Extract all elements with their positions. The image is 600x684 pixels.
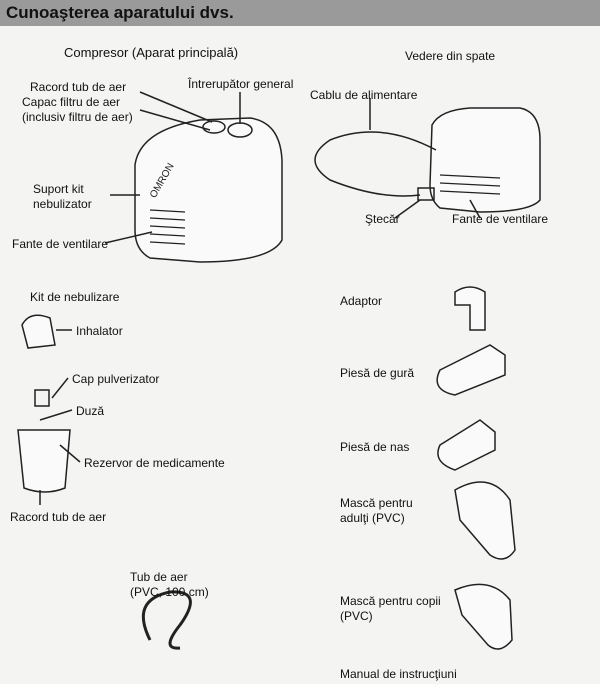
mouthpiece-illustration [436,344,506,396]
label-adult-mask: Mască pentru [340,496,413,510]
section-header: Cunoaşterea aparatului dvs. [0,0,600,26]
label-kit-holder: Suport kit [33,182,84,196]
label-spray-head: Cap pulverizator [72,372,160,386]
label-air-tube: Tub de aer [130,570,188,584]
label-medication-tank: Rezervor de medicamente [84,456,225,470]
nebulizer-kit-title: Kit de nebulizare [30,290,120,304]
label-mouthpiece: Piesă de gură [340,366,415,380]
label-vents: Fante de ventilare [12,237,109,251]
adaptor-illustration [454,286,486,331]
label-filter-cover: Capac filtru de aer [22,95,121,109]
label-rear-vents: Fante de ventilare [452,212,549,226]
label-child-mask-2: (PVC) [340,609,373,623]
air-tube-illustration [141,590,192,650]
label-plug: Ştecăr [365,212,400,226]
label-kit-holder-2: nebulizator [33,197,92,211]
child-mask-illustration [454,583,513,650]
nosepiece-illustration [437,419,496,471]
label-nozzle: Duză [76,404,105,418]
label-manual: Manual de instrucţiuni [340,667,457,681]
label-air-tube-spec: (PVC, 100 cm) [130,585,209,599]
label-power-cord: Cablu de alimentare [310,88,418,102]
label-power-switch: Întrerupător general [188,77,294,91]
label-adult-mask-2: adulţi (PVC) [340,511,405,525]
section-title: Cunoaşterea aparatului dvs. [6,3,234,22]
label-kit-air-tube-port: Racord tub de aer [10,510,107,524]
label-adaptor: Adaptor [340,294,383,308]
label-child-mask: Mască pentru copii [340,594,441,608]
label-filter-cover-note: (inclusiv filtru de aer) [22,110,133,124]
label-inhaler: Inhalator [76,324,123,338]
adult-mask-illustration [454,481,516,560]
rear-view-illustration [314,98,541,219]
compressor-illustration: OMRON [104,91,283,263]
nebulizer-kit-illustration [17,314,81,505]
label-nosepiece: Piesă de nas [340,440,410,454]
label-air-tube-port: Racord tub de aer [30,80,127,94]
compressor-title: Compresor (Aparat principală) [64,45,239,60]
rear-view-title: Vedere din spate [405,49,496,63]
